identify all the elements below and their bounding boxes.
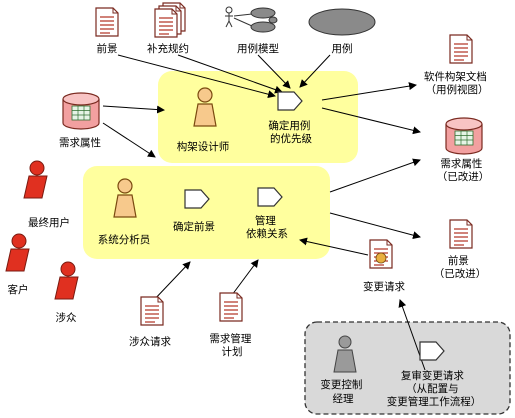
database-icon — [445, 117, 483, 155]
vision-updated-artifact[interactable]: 前景 （已改进） — [434, 219, 487, 280]
vision-label: 前景 — [97, 42, 118, 55]
use-case-ellipse-icon — [308, 8, 376, 36]
use-case-model-icon — [225, 6, 278, 33]
architect-worker[interactable]: 构架设计师 — [177, 87, 230, 153]
req-attrs-updated-label: 需求属性 （已改进） — [437, 157, 490, 183]
change-control-manager-label: 变更控制 经理 — [320, 378, 365, 405]
stakeholder-requests-label: 涉众请求 — [129, 335, 171, 348]
change-request-artifact[interactable]: 变更请求 — [363, 239, 405, 293]
customer-icon — [5, 233, 30, 272]
system-analyst-worker[interactable]: 系统分析员 — [98, 178, 151, 246]
software-architecture-doc-artifact[interactable]: 软件构架文档 （用例视图） — [424, 34, 490, 96]
stakeholder-icon — [54, 261, 79, 300]
supplementary-spec-artifact[interactable]: 补充规约 — [147, 2, 189, 55]
database-icon — [62, 92, 100, 130]
prioritize-use-cases-activity[interactable]: 确定用例 的优先级 — [268, 91, 313, 145]
document-icon — [140, 296, 164, 326]
req-mgmt-plan-label: 需求管理 计划 — [209, 332, 254, 358]
manage-dependencies-label: 管理 依赖关系 — [246, 214, 288, 240]
software-architecture-doc-label: 软件构架文档 （用例视图） — [424, 70, 490, 96]
review-change-requests-activity[interactable]: 复审变更请求 （从配置与 变更管理工作流程） — [387, 341, 482, 408]
prioritize-label: 确定用例 的优先级 — [268, 119, 313, 145]
use-case-model-label: 用例模型 — [237, 42, 279, 55]
define-vision-activity[interactable]: 确定前景 — [173, 189, 215, 233]
req-mgmt-plan-artifact[interactable]: 需求管理 计划 — [209, 292, 254, 358]
use-case-model-artifact[interactable]: 用例模型 — [225, 6, 279, 55]
requirement-attributes-label: 需求属性 — [59, 136, 101, 149]
document-icon — [449, 219, 473, 249]
define-vision-label: 确定前景 — [173, 220, 215, 233]
change-request-label: 变更请求 — [363, 280, 405, 293]
system-analyst-label: 系统分析员 — [98, 233, 151, 246]
stamp-icon — [375, 252, 387, 264]
document-icon — [219, 292, 243, 322]
end-user-stakeholder[interactable]: 最终用户 — [23, 160, 70, 229]
grey-worker-icon — [333, 335, 357, 373]
supplementary-spec-label: 补充规约 — [147, 42, 189, 55]
use-case-artifact[interactable]: 用例 — [308, 8, 376, 55]
change-control-manager-worker[interactable]: 变更控制 经理 — [320, 335, 365, 405]
stakeholder-requests-artifact[interactable]: 涉众请求 — [129, 296, 171, 348]
architect-label: 构架设计师 — [177, 140, 230, 153]
customer-label: 客户 — [8, 283, 29, 296]
vision-updated-label: 前景 （已改进） — [434, 254, 487, 280]
use-case-label: 用例 — [332, 42, 353, 55]
document-icon — [449, 34, 473, 64]
review-change-requests-label: 复审变更请求 （从配置与 变更管理工作流程） — [387, 369, 482, 408]
document-icon — [95, 7, 119, 37]
customer-stakeholder[interactable]: 客户 — [5, 233, 30, 296]
vision-artifact[interactable]: 前景 — [95, 7, 119, 55]
end-user-label: 最终用户 — [28, 216, 70, 229]
req-attrs-updated-artifact[interactable]: 需求属性 （已改进） — [437, 117, 490, 183]
requirement-attributes-artifact[interactable]: 需求属性 — [59, 92, 101, 149]
manage-dependencies-activity[interactable]: 管理 依赖关系 — [246, 187, 288, 240]
stakeholder-stakeholder[interactable]: 涉众 — [54, 261, 79, 324]
end-user-icon — [23, 160, 48, 199]
flow-arrows — [102, 54, 426, 371]
stakeholder-label: 涉众 — [56, 311, 77, 324]
